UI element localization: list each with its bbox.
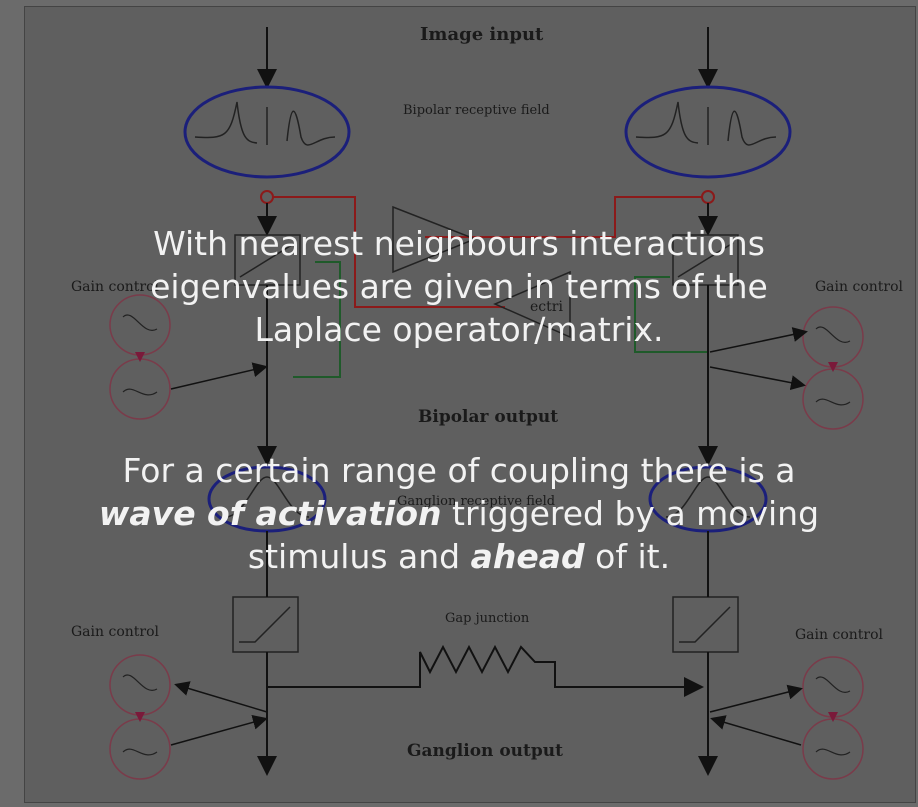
- gain-control-label-bottom-left: Gain control: [71, 624, 159, 640]
- gap-junction-label: Gap junction: [445, 611, 530, 626]
- gain-control-label-top-right: Gain control: [815, 279, 903, 295]
- amplifier-triangle-bottom: [493, 270, 571, 339]
- left-gain-circle-2: [109, 358, 171, 420]
- retina-circuit-diagram: Image input Bipolar receptive field Gain…: [24, 6, 916, 803]
- bipolar-output-label: Bipolar output: [418, 407, 559, 427]
- right-gain-circle-3: [802, 656, 864, 718]
- overlay-p2-line-2: wave of activation triggered by a moving: [40, 492, 878, 535]
- right-ganglion-nonlinearity-box: [672, 596, 739, 653]
- right-green-wire: [634, 276, 708, 353]
- bipolar-rf-label: Bipolar receptive field: [403, 103, 550, 118]
- circuit-drawing: [109, 27, 864, 780]
- emphasis-ahead: ahead: [470, 537, 585, 576]
- amplifier-triangle-top: [392, 205, 478, 274]
- left-rf-waveform: [194, 101, 336, 146]
- left-green-wire: [293, 261, 341, 378]
- overlay-p2-line-2-rest: triggered by a moving: [441, 494, 820, 533]
- emphasis-wave-of-activation: wave of activation: [98, 494, 442, 533]
- right-bipolar-rf-ellipse: [624, 85, 792, 179]
- left-gain-circle-4: [109, 718, 171, 780]
- overlay-paragraph-2: For a certain range of coupling there is…: [40, 449, 878, 578]
- ganglion-rf-label: Ganglion receptive field: [397, 494, 556, 509]
- ganglion-output-label: Ganglion output: [407, 741, 563, 761]
- overlay-p2-line-3: stimulus and ahead of it.: [40, 535, 878, 578]
- left-bipolar-rf-ellipse: [183, 85, 351, 179]
- left-gain-circle-3: [109, 654, 171, 716]
- overlay-p2-line-1: For a certain range of coupling there is…: [122, 451, 796, 490]
- overlay-line-3: Laplace operator/matrix.: [254, 310, 664, 349]
- gain-control-label-bottom-right: Gain control: [795, 627, 883, 643]
- overlay-p2-line-3-end: of it.: [584, 537, 671, 576]
- image-input-label: Image input: [420, 24, 544, 45]
- gap-junction-resistor: [267, 644, 704, 697]
- right-gain-circle-2: [802, 368, 864, 430]
- overlay-paragraph-1: With nearest neighbours interactions eig…: [40, 222, 878, 351]
- left-red-wire: [273, 196, 505, 308]
- mid-partial-label: ectri: [530, 299, 563, 315]
- gain-control-label-top-left: Gain control: [71, 279, 159, 295]
- overlay-p2-line-3-start: stimulus and: [247, 537, 471, 576]
- right-bipolar-nonlinearity-box: [672, 234, 739, 286]
- right-red-wire: [425, 196, 702, 238]
- overlay-line-1: With nearest neighbours interactions: [153, 224, 765, 263]
- right-gain-circle-4: [802, 718, 864, 780]
- overlay-line-2: eigenvalues are given in terms of the: [150, 267, 768, 306]
- right-rf-waveform: [635, 101, 777, 146]
- left-ganglion-nonlinearity-box: [232, 596, 299, 653]
